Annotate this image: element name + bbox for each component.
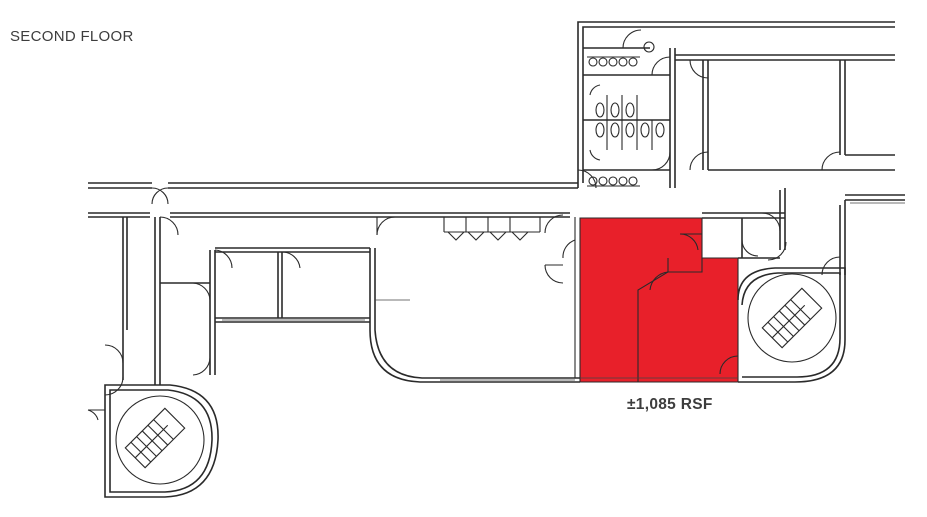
restroom-block bbox=[577, 21, 895, 189]
corridor-walls bbox=[87, 182, 580, 421]
floor-title: SECOND FLOOR bbox=[10, 28, 134, 45]
suite-area-label: ±1,085 RSF bbox=[627, 396, 713, 413]
right-wing bbox=[104, 188, 905, 498]
suite-area bbox=[580, 218, 738, 382]
suite-highlight[interactable] bbox=[579, 217, 739, 383]
